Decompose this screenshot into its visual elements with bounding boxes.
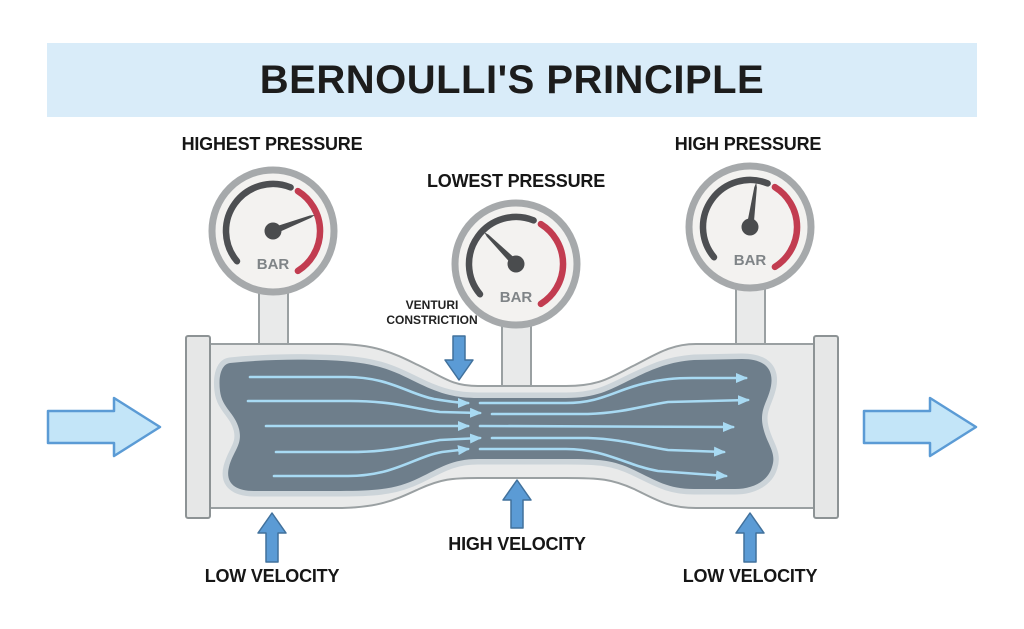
streamline xyxy=(248,375,470,408)
page-title: BERNOULLI'S PRINCIPLE xyxy=(259,57,765,102)
streamline xyxy=(246,399,482,418)
venturi-down-arrow-icon xyxy=(444,335,474,381)
high-velocity-up-arrow-icon xyxy=(502,479,532,529)
inlet-flow-arrow-icon xyxy=(46,396,162,458)
gauge-low-zone-arc xyxy=(699,176,771,261)
label-high-velocity: HIGH VELOCITY xyxy=(448,534,586,554)
gauge-stem-center xyxy=(501,317,532,393)
gauge-lowest-pressure: BAR xyxy=(451,199,581,329)
venturi-label-line1: VENTURI xyxy=(405,298,459,312)
gauge-low-zone-arc xyxy=(222,180,294,265)
gauge-highest-pressure: BAR xyxy=(208,166,338,296)
label-high-pressure: HIGH PRESSURE xyxy=(674,134,822,154)
gauge-red-zone-arc xyxy=(771,183,801,271)
gauge-hub xyxy=(741,218,759,236)
gauge-unit-label: BAR xyxy=(257,256,290,273)
low-velocity-right-up-arrow-icon xyxy=(735,512,765,563)
streamline xyxy=(272,445,470,478)
label-low-velocity-right: LOW VELOCITY xyxy=(682,566,818,586)
gauge-unit-label: BAR xyxy=(734,252,767,269)
label-lowest-pressure: LOWEST PRESSURE xyxy=(426,171,606,191)
gauge-red-zone-arc xyxy=(537,220,567,308)
gauge-needle xyxy=(271,214,316,235)
gauge-low-zone-arc xyxy=(465,213,537,298)
gauge-red-zone-arc xyxy=(294,187,324,275)
label-highest-pressure: HIGHEST PRESSURE xyxy=(181,134,363,154)
streamline xyxy=(490,436,726,457)
outlet-flow-arrow-icon xyxy=(862,396,978,458)
pipe-flange-right xyxy=(813,335,839,519)
low-velocity-left-up-arrow-icon xyxy=(257,512,287,563)
gauge-unit-label: BAR xyxy=(500,289,533,306)
gauge-needle xyxy=(746,182,757,228)
gauge-hub xyxy=(264,222,282,240)
streamline xyxy=(478,447,728,481)
streamline xyxy=(274,433,482,454)
gauge-hub xyxy=(507,255,525,273)
venturi-constriction-label: VENTURI CONSTRICTION xyxy=(272,298,592,328)
gauge-stem-right xyxy=(735,281,766,349)
label-low-velocity-left: LOW VELOCITY xyxy=(204,566,340,586)
gauge-needle xyxy=(484,232,519,267)
streamlines xyxy=(246,373,750,481)
gauge-high-pressure: BAR xyxy=(685,162,815,292)
streamline xyxy=(478,421,735,432)
title-banner: BERNOULLI'S PRINCIPLE xyxy=(47,43,977,117)
streamline xyxy=(490,395,750,416)
streamline xyxy=(478,373,748,405)
pipe-flange-left xyxy=(185,335,211,519)
venturi-label-line2: CONSTRICTION xyxy=(386,313,478,327)
